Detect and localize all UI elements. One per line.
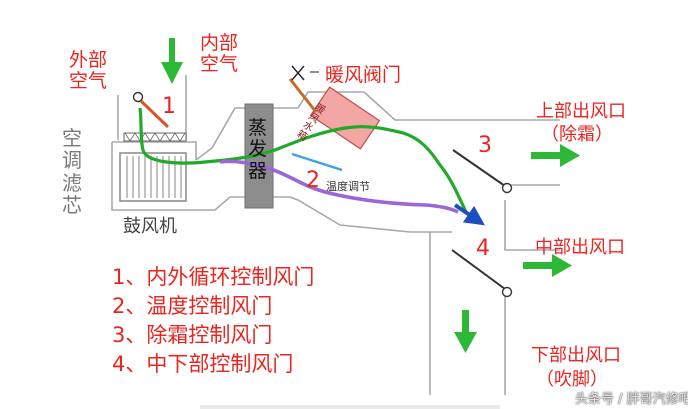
upper-outlet-arrow [531, 144, 580, 167]
inside-air-label: 内部 空气 [200, 33, 238, 75]
inside-air-arrow [161, 38, 183, 84]
door-4-pivot [501, 286, 513, 298]
filter-label: 空 调 滤 芯 [62, 127, 82, 217]
merged-flow-arrow [453, 203, 485, 226]
filter-label-char1: 空 [62, 126, 82, 150]
filter-label-char4: 芯 [62, 193, 82, 218]
blower-fan [119, 152, 187, 202]
air-filter [123, 132, 187, 142]
warm-air-flow [219, 159, 459, 214]
middle-outlet-arrow [523, 254, 572, 277]
filter-label-char2: 调 [62, 148, 82, 173]
inside-air-label-line1: 内部 [200, 32, 239, 54]
evaporator-label: 蒸 发 器 [248, 117, 268, 182]
temperature-door [291, 152, 343, 172]
evaporator-label-char2: 发 [248, 138, 268, 161]
evaporator-label-char3: 器 [248, 159, 268, 182]
upper-outlet-label: 上部出风口 [536, 101, 626, 122]
door-1-flap [139, 99, 170, 129]
bottom-strip [200, 405, 500, 409]
warm-air-door-lock-icon [291, 65, 305, 81]
middle-outlet-label: 中部出风口 [535, 237, 625, 258]
door-4-number: 4 [476, 236, 490, 261]
door-2-number: 2 [306, 168, 320, 193]
door-1-pivot [132, 91, 144, 103]
outside-air-label-line1: 外部 [69, 49, 108, 71]
door-3-number: 3 [478, 133, 492, 158]
heater-core-box [309, 86, 381, 150]
legend-item-1: 1、内外循环控制风门 [112, 265, 315, 289]
upper-outlet-sub-label: （除霜） [541, 124, 613, 145]
warm-air-door [288, 78, 318, 113]
warm-air-door-label: 暖风阀门 [325, 64, 402, 86]
door-4-flap [451, 249, 506, 290]
lower-outlet-arrow [454, 310, 477, 353]
outside-air-label-line2: 空气 [69, 69, 108, 92]
door-3-flap [452, 149, 506, 187]
watermark: 头条号 / 胖哥汽修吧 [575, 392, 688, 407]
filter-label-char3: 滤 [62, 170, 82, 195]
door-1-number: 1 [162, 94, 176, 119]
outside-air-label: 外部 空气 [69, 50, 107, 92]
duct-housing [111, 75, 560, 395]
door-3-pivot [501, 182, 513, 194]
temp-adjust-label: 温度调节 [326, 180, 370, 193]
legend-item-4: 4、中下部控制风门 [112, 351, 294, 376]
legend-item-3: 3、除霜控制风门 [112, 322, 273, 347]
cold-air-flow [138, 107, 468, 213]
evaporator-label-char1: 蒸 [248, 117, 268, 139]
lower-outlet-sub-label: （吹脚） [536, 369, 608, 390]
legend: 1、内外循环控制风门 2、温度控制风门 3、除霜控制风门 4、中下部控制风门 [112, 263, 314, 379]
legend-item-2: 2、温度控制风门 [112, 293, 273, 318]
inside-air-label-line2: 空气 [200, 52, 239, 75]
blower-label: 鼓风机 [123, 216, 177, 237]
lower-outlet-label: 下部出风口 [531, 345, 621, 366]
